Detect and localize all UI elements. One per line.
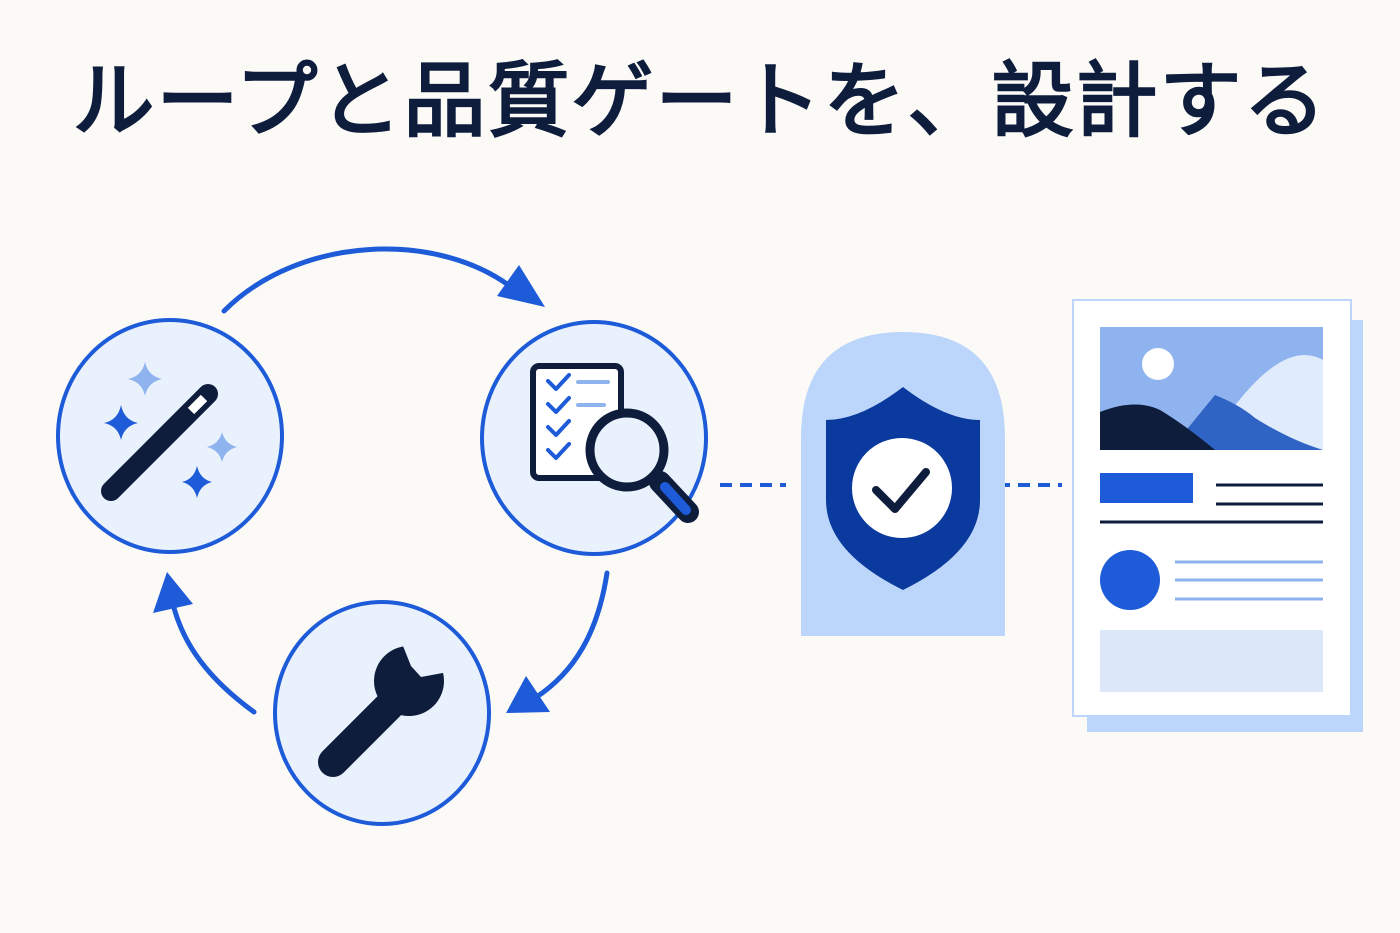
node-review [480,320,708,556]
arrowhead-generate-to-review [497,265,545,307]
quality-gate [801,332,1005,636]
page-title: ループと品質ゲートを、設計する [72,54,1328,149]
arrowhead-review-to-fix [506,676,550,713]
arrow-fix-to-generate [169,597,257,715]
loop-arrows [153,246,610,715]
checklist-magnifier-icon [530,363,699,523]
node-generate [56,318,284,554]
node-fix [273,600,491,826]
shield-check-icon [826,387,980,590]
arrow-generate-to-review [221,246,518,314]
image-placeholder [1100,327,1323,450]
arrowhead-fix-to-generate [153,572,193,613]
magic-wand-icon [101,362,237,501]
arrow-review-to-fix [532,570,610,701]
wrench-icon [318,629,456,777]
output-document [1072,299,1363,732]
document-output-icon [1100,327,1323,692]
